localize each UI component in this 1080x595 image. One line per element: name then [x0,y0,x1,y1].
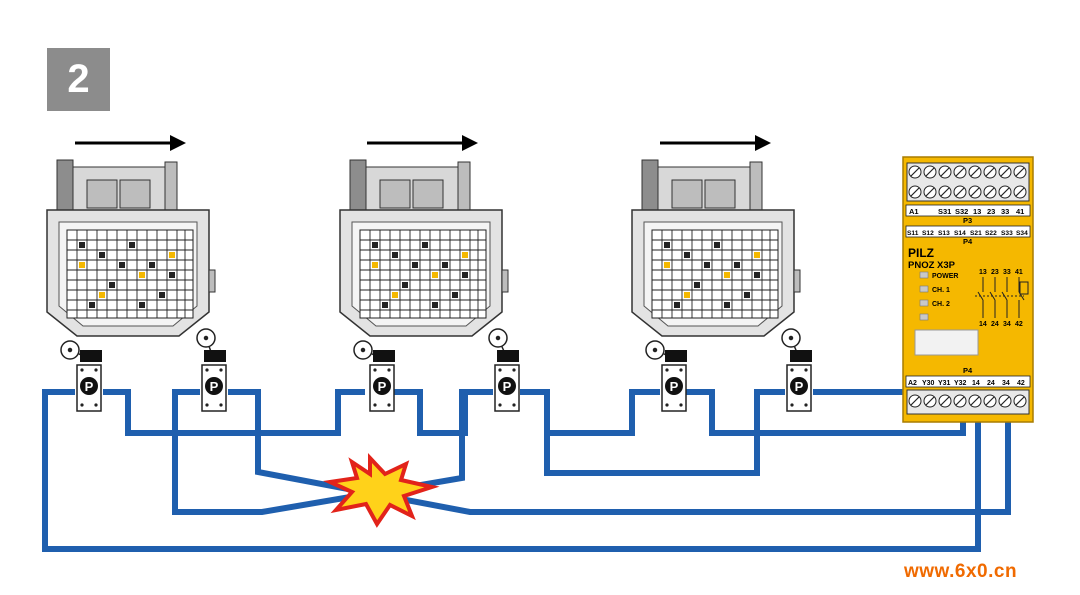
contact-label-bottom: 14 [979,321,987,328]
direction-arrow [367,135,478,151]
relay-top-terminal: 41 [1016,207,1024,216]
relay-top-terminal: S32 [955,207,968,216]
relay-mid-terminal: S22 [985,230,997,237]
led-label-power: POWER [932,273,958,280]
guard-door [46,159,216,337]
relay-top-terminal: 23 [987,207,995,216]
relay-top-terminal: A1 [909,207,919,216]
relay-brand: PILZ [908,246,934,260]
step-number-badge: 2 [47,48,110,111]
contact-label-bottom: 34 [1003,321,1011,328]
relay-bottom-terminal: 14 [972,380,980,387]
relay-top-terminal: 13 [973,207,981,216]
led-label-ch2: CH. 2 [932,301,950,308]
guard-door [339,159,509,337]
relay-bottom-terminal: 34 [1002,380,1010,387]
relay-mid-terminal: S33 [1001,230,1013,237]
guard-door [631,159,801,337]
relay-bottom-terminal: 24 [987,380,995,387]
contact-label-top: 33 [1003,269,1011,276]
direction-arrow [75,135,186,151]
limit-switch [661,364,687,412]
relay-bottom-terminal: A2 [908,380,917,387]
limit-switch [201,364,227,412]
relay-bottom-label: P4 [963,366,973,375]
direction-arrow [660,135,771,151]
led-label-ch1: CH. 1 [932,287,950,294]
relay-top-terminal: 33 [1001,207,1009,216]
limit-switch [76,364,102,412]
contact-label-top: 41 [1015,269,1023,276]
safety-relay: A1 S31 S32 13 23 33 41 P3 S11 S12 S13 S1… [902,156,1034,423]
limit-switch [494,364,520,412]
relay-mid-terminal: S21 [970,230,982,237]
relay-top-terminal: S31 [938,207,951,216]
contact-label-top: 13 [979,269,987,276]
contact-label-top: 23 [991,269,999,276]
limit-switch [786,364,812,412]
contact-label-bottom: 42 [1015,321,1023,328]
relay-mid-terminal: S34 [1016,230,1028,237]
relay-mid-terminal: S13 [938,230,950,237]
short-circuit-fault-icon [323,452,440,528]
relay-mid-terminal: S11 [907,230,919,237]
relay-mid-terminal: S14 [954,230,966,237]
contact-label-bottom: 24 [991,321,999,328]
relay-bottom-terminal: Y30 [922,380,935,387]
watermark-text: www.6x0.cn [904,561,1018,582]
wiring [42,389,1011,552]
relay-mid-label: P4 [963,237,973,246]
relay-top-label: P3 [963,216,972,225]
relay-bottom-terminal: Y31 [938,380,951,387]
relay-model: PNOZ X3P [908,260,956,271]
relay-bottom-terminal: 42 [1017,380,1025,387]
limit-switch [369,364,395,412]
relay-mid-terminal: S12 [922,230,934,237]
relay-bottom-terminal: Y32 [954,380,967,387]
